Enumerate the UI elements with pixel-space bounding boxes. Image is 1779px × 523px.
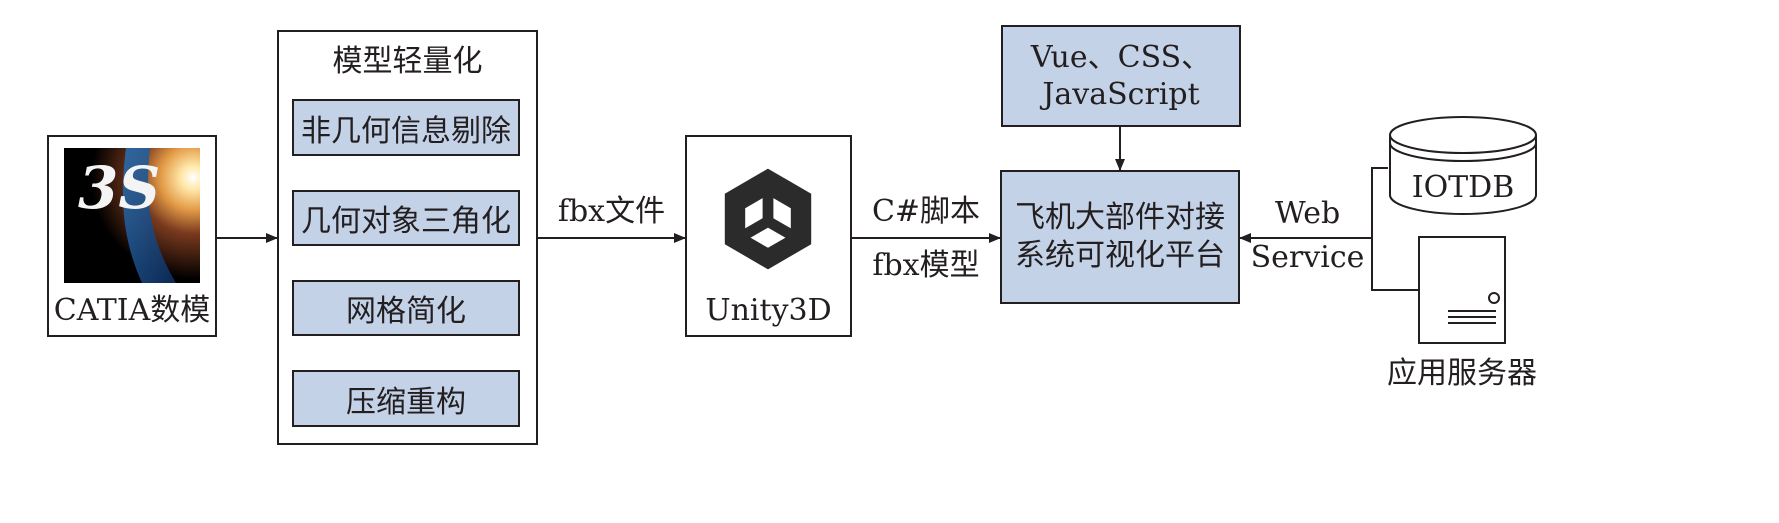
visualization-platform-block: 飞机大部件对接 系统可视化平台 — [1000, 170, 1240, 304]
step-mesh-simplification-label: 网格简化 — [346, 294, 466, 329]
connector-iotdb — [1371, 167, 1418, 291]
catia-label: CATIA数模 — [53, 293, 211, 328]
catia-logo-text: 3S — [78, 154, 161, 222]
frontend-tech-line1: Vue、CSS、 — [1030, 40, 1212, 75]
server-label: 应用服务器 — [1387, 356, 1537, 391]
step-triangulation-label: 几何对象三角化 — [301, 204, 511, 239]
edge-label-csharp-script: C#脚本 — [871, 194, 981, 229]
catia-logo: 3S — [64, 148, 200, 283]
edge-label-fbx-model: fbx模型 — [872, 248, 980, 283]
edge-label-service: Service — [1250, 240, 1365, 275]
unity-block: Unity3D — [685, 135, 852, 337]
step-geometry-removal: 非几何信息剔除 — [292, 99, 520, 156]
frontend-tech-block: Vue、CSS、 JavaScript — [1001, 25, 1241, 127]
server-power-indicator-icon — [1488, 292, 1500, 304]
step-triangulation: 几何对象三角化 — [292, 190, 520, 246]
platform-line2: 系统可视化平台 — [1015, 238, 1225, 273]
step-geometry-removal-label: 非几何信息剔除 — [301, 113, 511, 149]
platform-line1: 飞机大部件对接 — [1015, 200, 1225, 235]
iotdb-label: IOTDB — [1411, 170, 1515, 205]
step-compression-label: 压缩重构 — [346, 384, 466, 420]
unity-logo-icon — [708, 159, 828, 270]
server-slot-1 — [1448, 310, 1496, 312]
server-icon — [1418, 236, 1506, 344]
step-mesh-simplification: 网格简化 — [292, 280, 520, 336]
unity-label: Unity3D — [705, 293, 832, 328]
server-slot-2 — [1448, 316, 1496, 318]
catia-block: 3S CATIA数模 — [47, 135, 217, 337]
step-compression: 压缩重构 — [292, 370, 520, 427]
edge-label-web: Web — [1274, 196, 1341, 231]
frontend-tech-line2: JavaScript — [1042, 77, 1200, 112]
database-icon — [1389, 116, 1537, 215]
edge-label-fbx-file: fbx文件 — [557, 194, 666, 229]
lightweight-title: 模型轻量化 — [332, 44, 483, 79]
server-slot-3 — [1448, 322, 1496, 324]
